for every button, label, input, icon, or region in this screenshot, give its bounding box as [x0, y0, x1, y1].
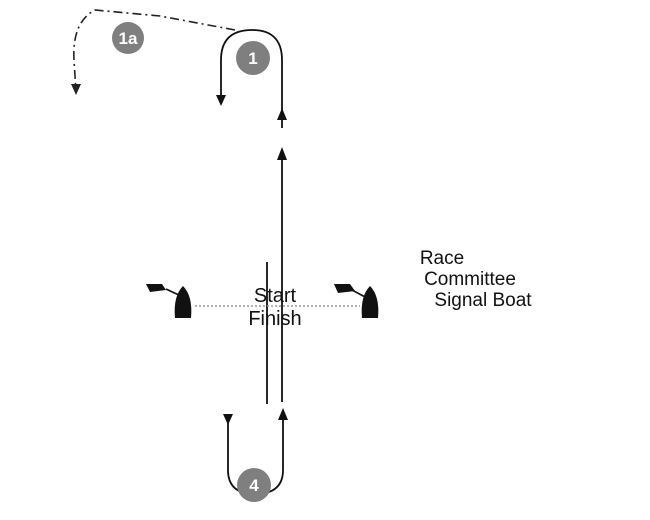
mark-buoy-icon [112, 22, 144, 54]
start-label: Start [254, 285, 297, 307]
committee-boat [334, 284, 379, 318]
mark-1a-label: 1a [119, 29, 138, 48]
mark-4: 4 [237, 468, 271, 502]
pin-boat [146, 284, 192, 318]
flag-icon [146, 284, 166, 292]
windward-rounding-loop [220, 29, 283, 128]
signal-boat-label-line3: Signal Boat [434, 290, 532, 311]
committee-boat-icon [361, 286, 379, 318]
upwind-arrow-icon [277, 147, 287, 160]
windward-loop-arrow-icon [216, 95, 226, 106]
windward-upwind-arrow-icon [277, 108, 287, 120]
mark-buoy-icon [236, 41, 270, 75]
flag-pole [351, 289, 368, 299]
offset-leg-arrow-icon [71, 84, 81, 95]
flag-pole [165, 288, 182, 297]
mark-1a: 1a [112, 22, 144, 54]
offset-leg-dashed [73, 9, 236, 93]
flag-icon [334, 284, 355, 293]
finish-label: Finish [248, 308, 301, 330]
pin-boat-icon [174, 286, 192, 318]
mark-1: 1 [236, 41, 270, 75]
leeward-upwind-arrow-icon [278, 408, 288, 420]
leeward-downwind-arrow-icon [223, 414, 233, 425]
signal-boat-label-line2: Committee [424, 269, 516, 290]
signal-boat-label-line1: Race [420, 248, 464, 269]
mark-4-label: 4 [249, 476, 259, 495]
mark-buoy-icon [237, 468, 271, 502]
mark-1-label: 1 [248, 49, 257, 68]
